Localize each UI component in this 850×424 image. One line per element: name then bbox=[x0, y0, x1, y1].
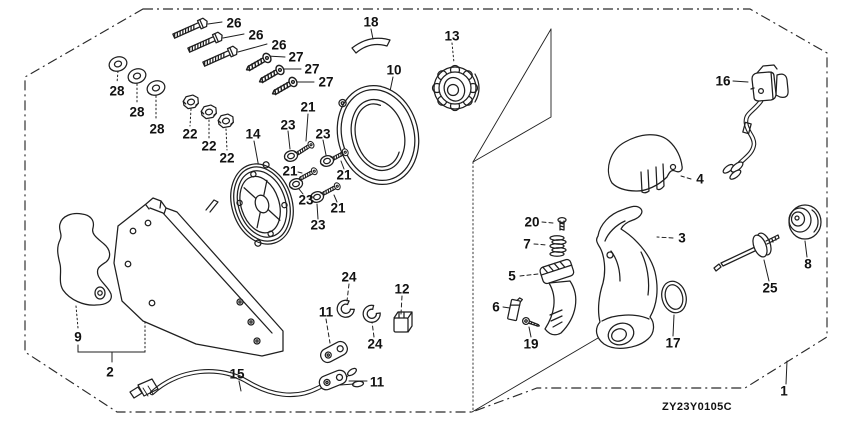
part-callout-23: 23 bbox=[298, 193, 314, 208]
part-17-oring bbox=[661, 280, 687, 314]
part-callout-22: 22 bbox=[182, 127, 197, 142]
diagram-code: ZY23Y0105C bbox=[662, 401, 732, 413]
part-callout-18: 18 bbox=[363, 15, 379, 30]
part-9-bracket bbox=[57, 212, 112, 306]
part-callout-28: 28 bbox=[149, 122, 165, 137]
part-callout-26: 26 bbox=[248, 28, 264, 43]
part-callout-21: 21 bbox=[300, 100, 316, 115]
part-14-mount-flange bbox=[230, 161, 294, 247]
part-callout-3: 3 bbox=[678, 231, 686, 246]
part-callout-21: 21 bbox=[330, 201, 346, 216]
part-callout-9: 9 bbox=[74, 330, 82, 345]
part-callout-27: 27 bbox=[304, 62, 319, 77]
kit-boundary-border bbox=[24, 8, 828, 413]
part-callout-22: 22 bbox=[201, 139, 216, 154]
part-13-gear-hub bbox=[431, 64, 480, 112]
part-callout-21: 21 bbox=[336, 168, 352, 183]
part-18-clip bbox=[351, 37, 391, 54]
part-callout-2: 2 bbox=[106, 365, 114, 380]
part-callout-24: 24 bbox=[367, 337, 383, 352]
part-3-control-lever bbox=[595, 205, 658, 349]
leader-lines bbox=[75, 21, 808, 392]
part-4-lever-cover bbox=[607, 134, 683, 194]
part-callout-21: 21 bbox=[282, 164, 298, 179]
part-11-links bbox=[316, 338, 351, 393]
part-callout-22: 22 bbox=[219, 151, 234, 166]
part-callout-10: 10 bbox=[386, 63, 401, 78]
part-25-friction-shaft bbox=[713, 232, 780, 272]
part-callout-27: 27 bbox=[318, 75, 333, 90]
part-callout-26: 26 bbox=[271, 38, 287, 53]
part-callout-28: 28 bbox=[129, 105, 145, 120]
part-callout-12: 12 bbox=[394, 282, 409, 297]
part-callout-1: 1 bbox=[780, 384, 788, 399]
part-callout-14: 14 bbox=[245, 127, 261, 142]
part-6-latch bbox=[507, 297, 523, 322]
part-callout-23: 23 bbox=[315, 127, 331, 142]
part-callout-25: 25 bbox=[762, 281, 778, 296]
part-callout-17: 17 bbox=[665, 336, 680, 351]
part-callout-6: 6 bbox=[492, 300, 500, 315]
part-callout-13: 13 bbox=[444, 29, 460, 44]
part-callout-5: 5 bbox=[508, 269, 516, 284]
part-callout-24: 24 bbox=[341, 270, 357, 285]
part-callout-27: 27 bbox=[288, 50, 303, 65]
part-callout-4: 4 bbox=[696, 172, 704, 187]
part-8-knob bbox=[788, 204, 822, 240]
part-2-housing bbox=[113, 197, 284, 357]
part-24-eclips bbox=[334, 297, 384, 326]
part-12-block bbox=[393, 311, 413, 333]
part-callout-15: 15 bbox=[229, 367, 245, 382]
part-callout-20: 20 bbox=[524, 215, 539, 230]
part-19-screw bbox=[521, 316, 540, 327]
part-7-spring bbox=[549, 235, 567, 257]
part-callout-7: 7 bbox=[523, 237, 531, 252]
part-16-switch bbox=[722, 64, 789, 180]
part-callout-23: 23 bbox=[280, 118, 296, 133]
part-callout-26: 26 bbox=[226, 16, 242, 31]
part-10-bezel-ring bbox=[336, 84, 420, 186]
inner-divider-panel bbox=[471, 28, 599, 413]
part-5-shift-arm bbox=[539, 258, 577, 336]
part-callout-19: 19 bbox=[523, 337, 538, 352]
part-callout-16: 16 bbox=[715, 74, 731, 89]
part-20-screw bbox=[557, 216, 567, 231]
part-callout-11: 11 bbox=[319, 305, 334, 320]
part-callout-23: 23 bbox=[310, 218, 326, 233]
part-callout-8: 8 bbox=[804, 257, 812, 272]
part-callout-11: 11 bbox=[370, 375, 385, 390]
part-callout-28: 28 bbox=[109, 84, 125, 99]
